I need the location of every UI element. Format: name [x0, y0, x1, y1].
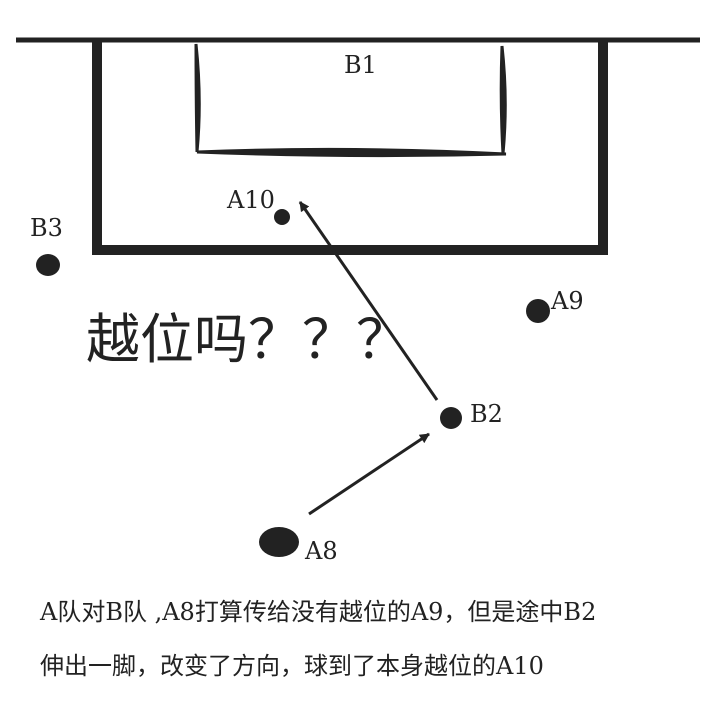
player-b3-dot: [36, 254, 60, 276]
label-b3: B3: [30, 214, 63, 242]
deflection-arrow-b2-to-a10: [298, 201, 439, 401]
pass-arrow-a8-to-b2: [308, 432, 430, 516]
goal-area-bottom: [196, 147, 507, 158]
penalty-box: [92, 40, 608, 255]
label-b2: B2: [470, 400, 503, 428]
caption-line-1: A队对B队 ,A8打算传给没有越位的A9，但是途中B2: [40, 598, 597, 626]
offside-question: 越位吗？？？: [86, 308, 410, 371]
player-a10-dot: [274, 209, 290, 225]
player-a8-dot: [259, 527, 299, 557]
caption-line-2: 伸出一脚，改变了方向，球到了本身越位的A10: [40, 652, 544, 680]
label-a9: A9: [550, 287, 584, 315]
label-a10: A10: [226, 186, 275, 214]
label-b1: B1: [344, 51, 377, 79]
label-a8: A8: [304, 537, 338, 565]
player-a9-dot: [526, 299, 550, 323]
goal-area-left: [194, 43, 201, 153]
goal-area-right: [499, 45, 507, 155]
player-b2-dot: [440, 407, 462, 429]
